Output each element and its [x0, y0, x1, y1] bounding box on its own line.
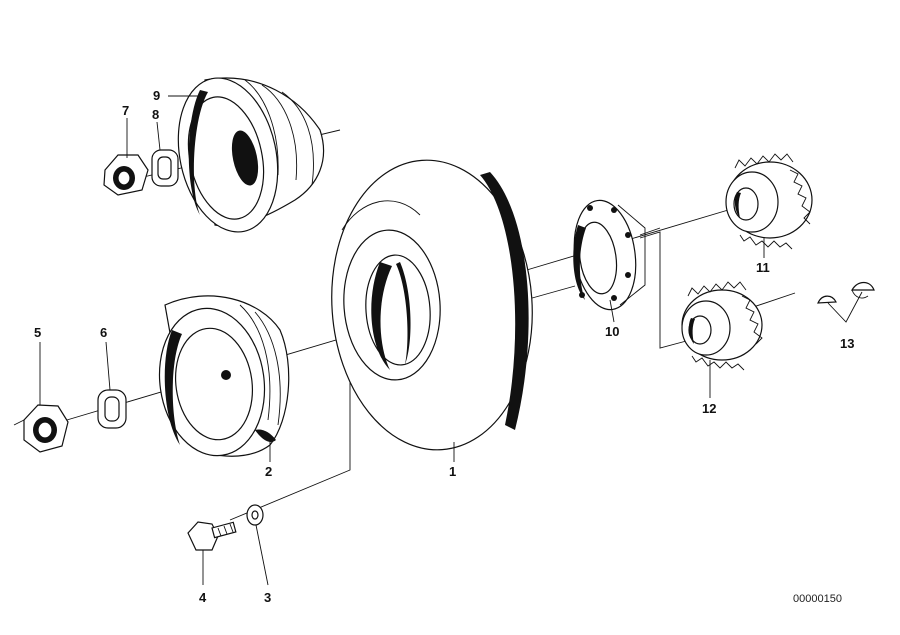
callout-3: 3: [264, 590, 271, 605]
small-washer: [246, 504, 264, 526]
callout-4: 4: [199, 590, 207, 605]
bolt: [187, 521, 237, 551]
callout-10: 10: [605, 324, 619, 339]
upper-nut: [103, 154, 149, 196]
callout-1: 1: [449, 464, 456, 479]
upper-pulley: [177, 77, 325, 233]
callout-labels: 1 2 3 4 5 6 7 8 9 10 11 12 13: [34, 88, 854, 605]
lower-washer: [97, 389, 127, 429]
leader-lines: [39, 95, 863, 586]
callout-13: 13: [840, 336, 854, 351]
vibration-damper: [331, 159, 533, 451]
upper-sprocket: [725, 153, 813, 250]
lower-sprocket: [681, 281, 763, 371]
upper-washer: [151, 149, 179, 187]
reference-number: 00000150: [793, 593, 842, 605]
lower-pulley: [158, 295, 290, 457]
callout-8: 8: [152, 107, 159, 122]
hub-flange: [573, 199, 646, 311]
callout-12: 12: [702, 401, 716, 416]
callout-11: 11: [756, 260, 770, 275]
callout-5: 5: [34, 325, 41, 340]
lower-nut: [13, 404, 69, 453]
callout-2: 2: [265, 464, 272, 479]
callout-7: 7: [122, 103, 129, 118]
callout-9: 9: [153, 88, 160, 103]
woodruff-keys: [817, 281, 875, 304]
callout-6: 6: [100, 325, 107, 340]
